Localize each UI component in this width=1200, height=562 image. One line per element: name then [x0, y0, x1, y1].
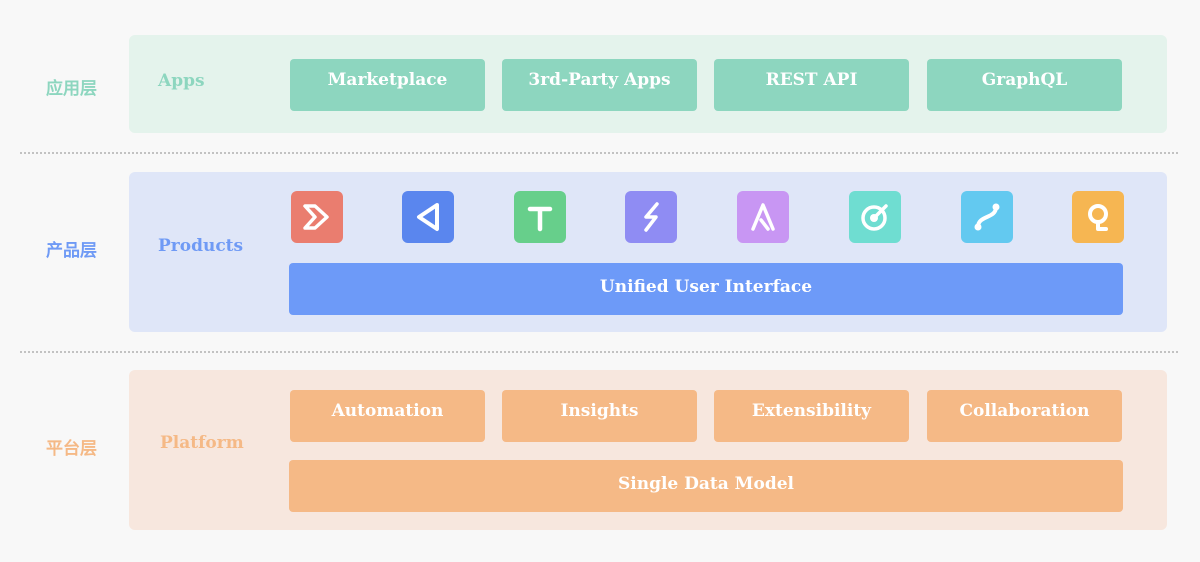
single-data-model-label: Single Data Model: [617, 474, 795, 494]
marketplace-box: Marketplace: [290, 59, 485, 111]
collaboration-box: Collaboration: [927, 390, 1122, 442]
automation-label: Automation: [331, 401, 444, 421]
q-logo-icon: [1072, 191, 1124, 243]
t-logo-icon: [527, 206, 553, 232]
collaboration-label: Collaboration: [959, 401, 1090, 421]
third-party-apps-label: 3rd-Party Apps: [528, 70, 671, 90]
graphql-label: GraphQL: [981, 70, 1068, 90]
products-layer-title: Products: [158, 236, 244, 256]
path-logo-icon: [961, 191, 1013, 243]
single-data-model-bar: Single Data Model: [289, 460, 1123, 512]
insights-box: Insights: [502, 390, 697, 442]
chevron-logo-icon: [303, 204, 329, 230]
platform-layer-title: Platform: [160, 433, 244, 453]
extensibility-label: Extensibility: [751, 401, 872, 421]
third-party-apps-box: 3rd-Party Apps: [502, 59, 697, 111]
chevron-logo-icon: [291, 191, 343, 243]
leaf-logo-icon: [644, 202, 659, 232]
apps-layer-tag: 应用层: [46, 79, 97, 99]
automation-box: Automation: [290, 390, 485, 442]
leaf-logo-icon: [625, 191, 677, 243]
q-logo-icon: [1088, 204, 1108, 231]
rest-api-label: REST API: [765, 70, 858, 90]
unified-user-interface-bar: Unified User Interface: [289, 263, 1123, 315]
apps-layer-title: Apps: [158, 71, 205, 91]
extensibility-box: Extensibility: [714, 390, 909, 442]
a-logo-icon: [737, 191, 789, 243]
target-logo-icon: [861, 204, 888, 231]
graphql-box: GraphQL: [927, 59, 1122, 111]
rest-api-box: REST API: [714, 59, 909, 111]
target-logo-icon: [849, 191, 901, 243]
products-layer-tag: 产品层: [46, 241, 97, 261]
platform-layer-tag: 平台层: [46, 439, 97, 459]
insights-label: Insights: [560, 401, 639, 421]
layer-divider: [20, 152, 1178, 154]
t-logo-icon: [514, 191, 566, 243]
unified-user-interface-label: Unified User Interface: [599, 277, 813, 297]
a-logo-icon: [751, 203, 775, 231]
marketplace-label: Marketplace: [327, 70, 448, 90]
layer-divider: [20, 351, 1178, 353]
triangle-logo-icon: [417, 203, 439, 231]
triangle-logo-icon: [402, 191, 454, 243]
path-logo-icon: [974, 203, 1000, 231]
